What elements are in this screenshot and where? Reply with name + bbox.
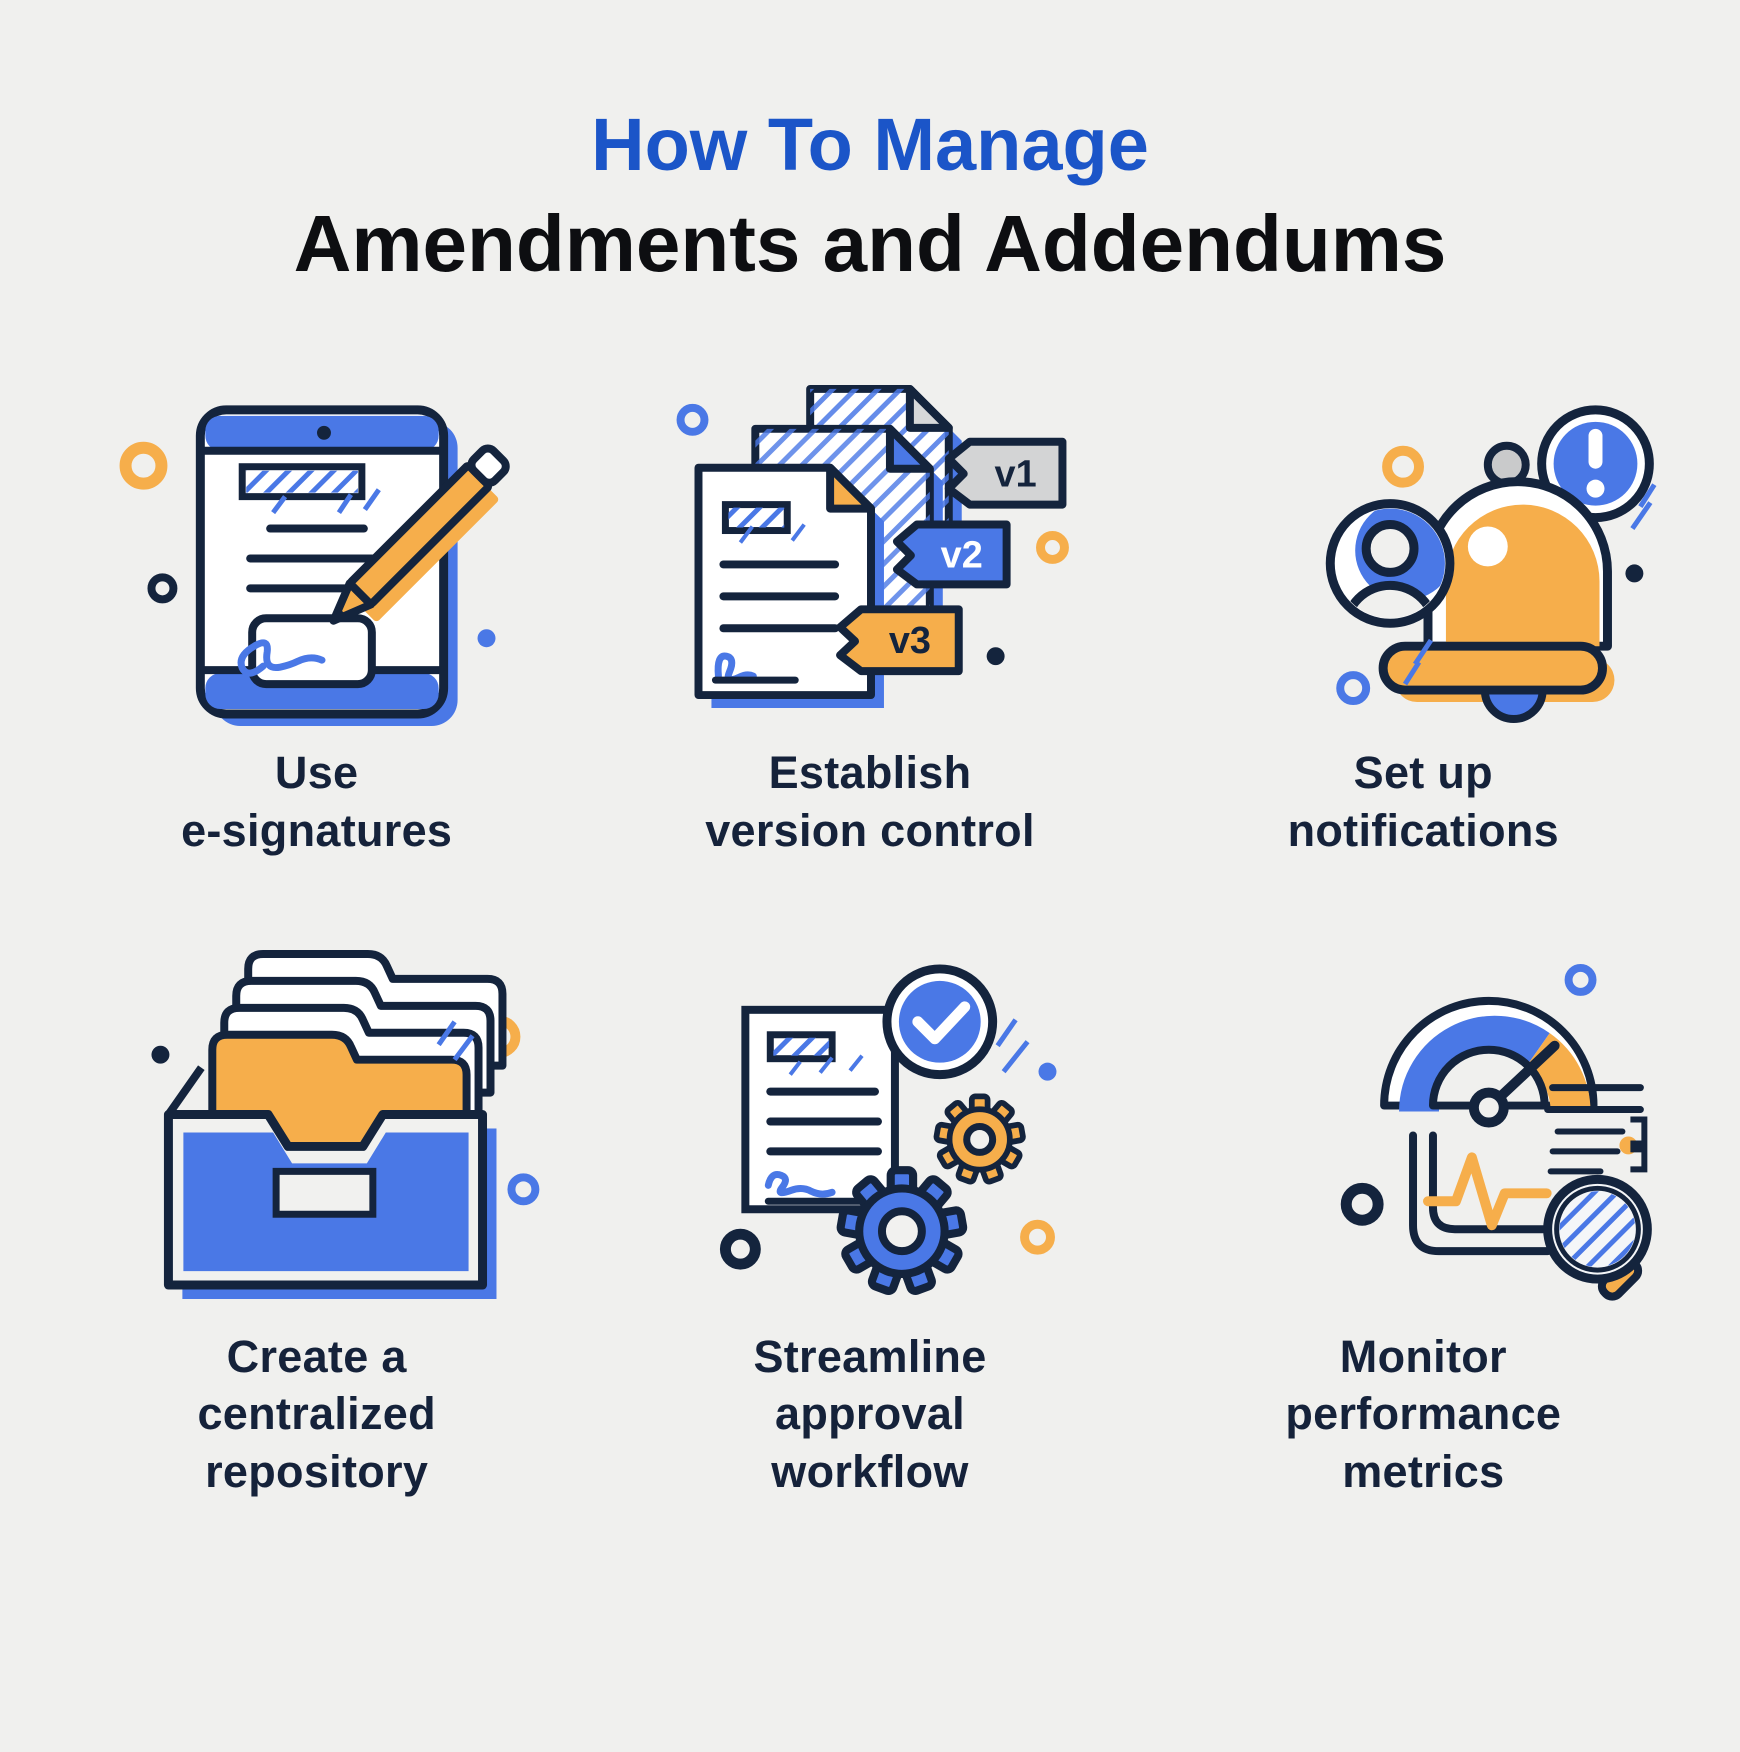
version-tag-v2: v2 — [892, 520, 1011, 589]
blue-dot-decoration — [1038, 1062, 1057, 1081]
pencil-icon — [329, 444, 510, 625]
gear-icon-orange — [936, 1097, 1024, 1183]
folded-corner-orange — [826, 463, 875, 513]
signature-squiggle — [237, 639, 326, 677]
camera-dot — [316, 425, 331, 440]
tablet-esignature-icon — [74, 366, 560, 726]
navy-dot-decoration — [151, 1045, 170, 1064]
signature-squiggle — [764, 1171, 836, 1198]
blue-ring-decoration — [1564, 964, 1597, 997]
folded-corner-gray — [905, 384, 953, 432]
svg-text:v2: v2 — [941, 534, 983, 576]
page-title-line1: How To Manage — [591, 103, 1149, 186]
navy-dot-decoration — [1625, 564, 1644, 583]
version-tag-v1: v1 — [944, 437, 1067, 509]
check-badge-icon — [882, 964, 998, 1080]
navy-ring-decoration — [719, 1228, 761, 1270]
step-label: Set up notifications — [1287, 747, 1560, 857]
step-label: Use e-signatures — [181, 747, 453, 857]
blue-ring-decoration — [507, 1173, 540, 1206]
gear-icon-blue — [840, 1170, 964, 1292]
notification-bell-icon — [1180, 366, 1666, 723]
report-lines — [1544, 1084, 1645, 1175]
infographic-canvas: How To Manage Amendments and Addendums — [0, 0, 1740, 1500]
svg-text:v3: v3 — [889, 620, 931, 662]
file-box-icon — [163, 1110, 497, 1300]
blue-ring-decoration — [1336, 671, 1371, 706]
metrics-gauge-icon — [1180, 950, 1666, 1301]
orange-ring-decoration — [1020, 1219, 1055, 1255]
versioned-documents-icon: v1 v2 v3 — [627, 366, 1113, 716]
version-tag-v3: v3 — [836, 605, 963, 676]
header: How To Manage Amendments and Addendums — [0, 0, 1740, 288]
navy-ring-decoration — [147, 573, 178, 604]
user-avatar-icon — [1326, 499, 1455, 628]
bell-clapper — [1481, 686, 1547, 723]
step-card-repository: Create a centralized repository — [40, 950, 593, 1501]
orange-ring-decoration — [1036, 530, 1069, 564]
blue-dot-decoration — [477, 629, 496, 648]
step-card-esignatures: Use e-signatures — [40, 366, 593, 859]
page-title-line2: Amendments and Addendums — [293, 198, 1447, 288]
box-label-plate — [272, 1168, 376, 1218]
svg-text:v1: v1 — [994, 454, 1036, 496]
signature-squiggle — [714, 652, 757, 684]
step-label: Monitor performance metrics — [1285, 1330, 1562, 1497]
box-back-edge — [164, 1065, 205, 1117]
alert-badge-icon — [1537, 405, 1655, 523]
step-label: Establish version control — [705, 747, 1035, 857]
step-label: Streamline approval workflow — [753, 1330, 987, 1497]
orange-ring-decoration — [1382, 445, 1425, 488]
step-card-notifications: Set up notifications — [1147, 366, 1700, 859]
bell-rim — [1378, 641, 1608, 695]
magnifier-icon — [1543, 1175, 1653, 1301]
file-box-repository-icon — [74, 950, 560, 1300]
approval-gears-icon — [627, 950, 1113, 1300]
orange-ring-decoration — [119, 441, 168, 490]
blue-ring-decoration — [676, 403, 709, 436]
navy-dot-decoration — [986, 647, 1005, 666]
navy-ring-decoration — [1341, 1182, 1384, 1226]
folded-corner-blue — [885, 424, 934, 473]
steps-grid: Use e-signatures — [40, 366, 1700, 1500]
step-label: Create a centralized repository — [197, 1330, 436, 1497]
report-outline — [1409, 1131, 1552, 1256]
step-card-metrics: Monitor performance metrics — [1147, 950, 1700, 1501]
connector-bracket — [1630, 1116, 1648, 1173]
step-card-approval-workflow: Streamline approval workflow — [593, 950, 1146, 1501]
pulse-line — [1423, 1152, 1552, 1231]
step-card-version-control: v1 v2 v3 Establish version control — [593, 366, 1146, 859]
gauge-icon — [1380, 997, 1598, 1128]
